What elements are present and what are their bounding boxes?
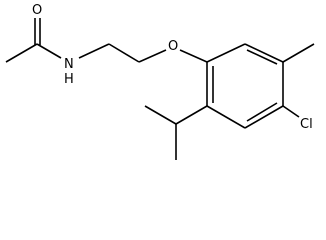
- ring-bond-1: [206, 43, 246, 63]
- ring-inner-double-2: [246, 102, 278, 122]
- bond-ethyl-ethyl: [108, 43, 140, 63]
- atom-label-ether-oxygen: O: [168, 39, 178, 54]
- molecule-structure-diagram: O N H O Cl: [5, 3, 315, 160]
- bond-ring-methyl: [282, 43, 315, 63]
- ring-bond-2: [244, 43, 284, 63]
- bond-ring-isopropyl: [175, 105, 208, 125]
- atom-label-carbonyl-oxygen: O: [32, 3, 42, 18]
- bond-carbonyl-nitrogen: [36, 43, 62, 59]
- bond-nitrogen-ethyl: [78, 43, 110, 59]
- ring-inner-double-1: [246, 49, 278, 65]
- bond-isopropyl-methyl-left: [144, 105, 177, 125]
- bond-oxygen-ring: [179, 49, 208, 63]
- atom-label-amide-hydrogen: H: [64, 72, 74, 87]
- ring-bond-4: [244, 105, 284, 129]
- atom-label-amide-nitrogen: N: [64, 57, 74, 72]
- atom-label-chlorine: Cl: [300, 117, 313, 132]
- bond-ring-chlorine: [282, 105, 300, 118]
- bond-ethyl-oxygen: [138, 49, 167, 63]
- ring-bond-5: [206, 105, 246, 129]
- bond-methyl-carbonyl: [5, 43, 38, 63]
